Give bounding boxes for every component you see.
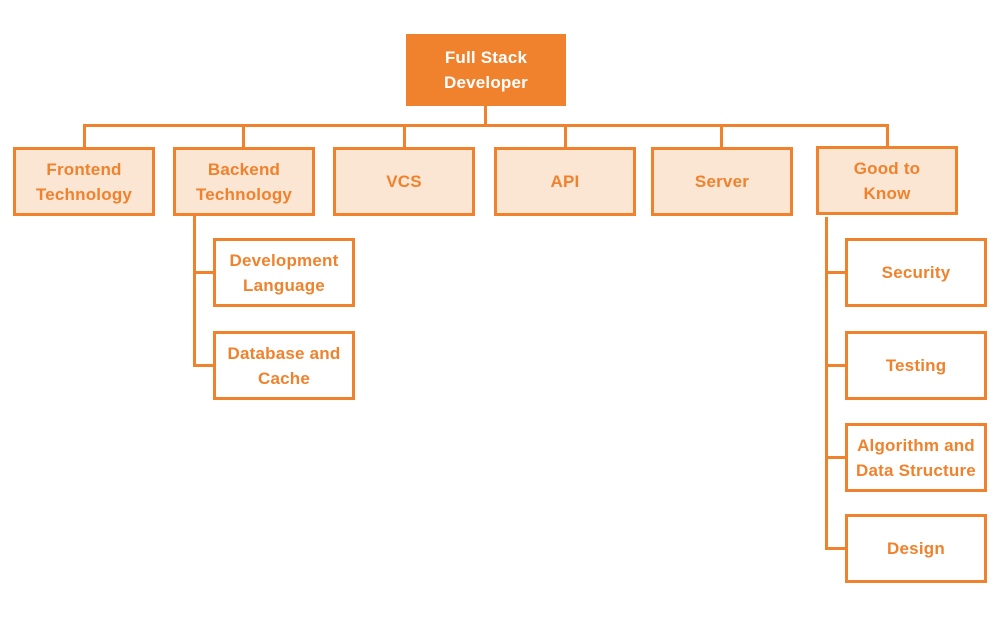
connector-drop-good-to-know <box>886 124 889 147</box>
node-backend-technology: Backend Technology <box>173 147 315 216</box>
connector-elbow-design <box>825 547 845 550</box>
connector-level1-bus <box>83 124 889 127</box>
node-good-to-know: Good to Know <box>816 146 958 215</box>
connector-elbow-testing <box>825 364 845 367</box>
node-frontend-technology: Frontend Technology <box>13 147 155 216</box>
node-vcs: VCS <box>333 147 475 216</box>
connector-elbow-security <box>825 271 845 274</box>
connector-good-to-know-branch-line <box>825 217 828 550</box>
connector-drop-frontend-technology <box>83 124 86 147</box>
node-algorithm-and-data-structure: Algorithm and Data Structure <box>845 423 987 492</box>
node-database-and-cache: Database and Cache <box>213 331 355 400</box>
connector-drop-backend-technology <box>242 124 245 147</box>
connector-drop-api <box>564 124 567 147</box>
node-design: Design <box>845 514 987 583</box>
node-full-stack-developer: Full Stack Developer <box>406 34 566 106</box>
connector-elbow-development-language <box>193 271 213 274</box>
node-development-language: Development Language <box>213 238 355 307</box>
connector-elbow-algorithm-and-data-structure <box>825 456 845 459</box>
connector-root-stem <box>484 106 487 127</box>
node-api: API <box>494 147 636 216</box>
node-server: Server <box>651 147 793 216</box>
connector-backend-branch-line <box>193 216 196 367</box>
connector-drop-server <box>720 124 723 147</box>
connector-drop-vcs <box>403 124 406 147</box>
node-testing: Testing <box>845 331 987 400</box>
node-security: Security <box>845 238 987 307</box>
connector-elbow-database-and-cache <box>193 364 213 367</box>
